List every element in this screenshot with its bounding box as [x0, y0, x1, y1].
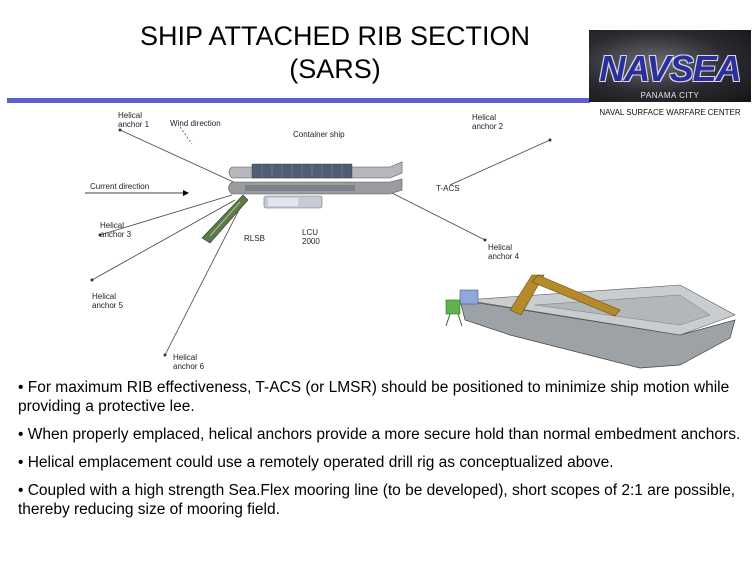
container-ship [228, 161, 403, 179]
mooring-line-6 [164, 201, 244, 356]
label-rlsb: RLSB [244, 234, 265, 243]
mooring-lines [91, 126, 551, 356]
slide-title: SHIP ATTACHED RIB SECTION (SARS) [70, 20, 600, 86]
current-arrow [85, 190, 189, 196]
wind-arrow [179, 126, 193, 145]
mooring-line-4 [389, 191, 486, 241]
title-line-2: (SARS) [289, 54, 381, 84]
label-container-ship: Container ship [293, 130, 345, 139]
logo-city: PANAMA CITY [640, 91, 700, 100]
mooring-line-1 [119, 129, 241, 186]
rib-section [445, 274, 736, 369]
bullet-list: • For maximum RIB effectiveness, T-ACS (… [18, 378, 748, 528]
mooring-line-2 [449, 139, 551, 186]
anchor-points [90, 128, 552, 357]
label-wind-direction: Wind direction [170, 119, 221, 128]
bullet-item: • For maximum RIB effectiveness, T-ACS (… [18, 379, 730, 415]
title-line-1: SHIP ATTACHED RIB SECTION [139, 21, 531, 51]
navsea-logo: NAVSEA PANAMA CITY [589, 30, 751, 102]
tacs-ship [228, 178, 403, 195]
bullet-item: • Helical emplacement could use a remote… [18, 454, 614, 471]
bullet-item: • Coupled with a high strength Sea.Flex … [18, 482, 736, 518]
logo-subtitle: NAVAL SURFACE WARFARE CENTER [599, 108, 741, 117]
mooring-line-5 [91, 199, 236, 281]
logo-wordmark: NAVSEA [599, 48, 741, 89]
lcu-2000-vessel [263, 195, 323, 209]
rlsb-vessel [201, 194, 249, 244]
label-current-direction: Current direction [90, 182, 149, 191]
mooring-line-3 [99, 194, 233, 236]
title-underline [7, 98, 590, 103]
bullet-item: • When properly emplaced, helical anchor… [18, 426, 741, 443]
label-tacs: T-ACS [436, 184, 460, 193]
